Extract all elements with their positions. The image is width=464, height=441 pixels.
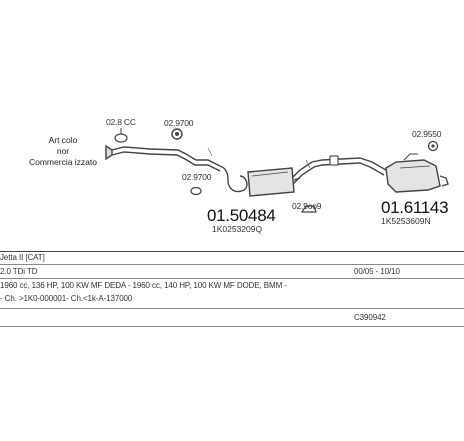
middle-silencer [219, 165, 301, 197]
middle-silencer-number: 01.50484 [207, 206, 276, 225]
clamp-middle [190, 186, 202, 196]
table-bottom-rule [0, 326, 464, 327]
model-name: Jetta II [CAT] [0, 253, 45, 262]
leader-lines [207, 147, 311, 169]
rear-silencer-number: 01.61143 [381, 198, 449, 217]
hanger [300, 205, 317, 213]
part-label-hanger: 02.9oo9 [292, 201, 322, 211]
part-label-middle-clamp: 02.9700 [182, 172, 212, 182]
pipe-clamp [329, 155, 339, 166]
clamp-front [114, 128, 128, 143]
note-line-2: nor [56, 146, 70, 156]
part-label-rear-mount: 02.9550 [412, 129, 442, 139]
part-label-mount: 02.9700 [164, 118, 194, 128]
row-divider-2 [0, 278, 464, 279]
chassis-range: - Ch. >1K0-000001- Ch.<1k-A-137000 [0, 294, 133, 303]
catalog-code: C390942 [354, 313, 386, 322]
row-divider-1 [0, 264, 464, 265]
note-box: Art colo nor Commercia izzato [18, 135, 108, 168]
part-label-clamp: 02.8 CC [106, 117, 136, 127]
engine: 2.0 TDi TD [0, 267, 38, 276]
intermediate-pipe [291, 157, 387, 185]
table-top-rule [0, 251, 464, 252]
middle-silencer-ref: 1K0253209Q [212, 224, 263, 234]
engine-spec: 1960 cc, 136 HP, 100 KW MF DEDA - 1960 c… [0, 281, 287, 290]
rear-silencer [385, 153, 449, 193]
note-line-1: Art colo [48, 135, 78, 145]
row-divider-3 [0, 308, 464, 309]
production-dates: 00/05 - 10/10 [354, 267, 400, 276]
note-line-3: Commercia izzato [28, 157, 98, 167]
rubber-mount-2 [427, 140, 439, 152]
front-pipe [105, 144, 221, 172]
rubber-mount-1 [171, 128, 183, 140]
rear-silencer-ref: 1K5253609N [381, 216, 431, 226]
